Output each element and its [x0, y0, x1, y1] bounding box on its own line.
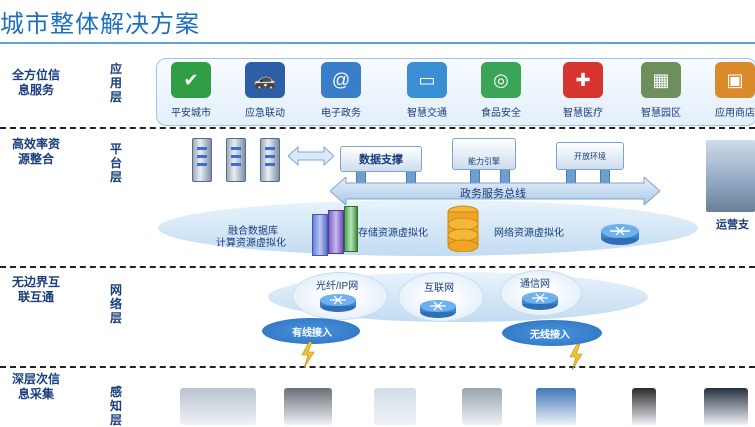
app-1: ✔ 平安城市 — [156, 62, 226, 119]
app-label: 电子政务 — [321, 108, 361, 119]
capability-engine-label: 能力引擎 — [468, 157, 500, 166]
compute-virt-label: 计算资源虚拟化 — [216, 238, 286, 249]
fiber-network-label: 光纤/IP网 — [316, 281, 359, 292]
app-label: 应用商店 — [715, 108, 755, 119]
food-safety-icon: ◎ — [481, 62, 521, 98]
router-icon — [420, 300, 456, 318]
router-icon — [320, 294, 356, 312]
database-icon — [447, 205, 479, 252]
server-icon — [260, 138, 280, 182]
storage-device-icon — [344, 206, 358, 252]
layer-tag-application: 应用层 — [109, 62, 122, 104]
layer-tag-platform: 平台层 — [109, 142, 122, 184]
open-env-box: 开放环境 — [556, 142, 624, 170]
mobile-terminal-icon — [462, 388, 502, 425]
storage-device-icon — [312, 214, 328, 256]
operations-label: 运营支 — [716, 219, 749, 231]
network-virt-label: 网络资源虚拟化 — [494, 228, 564, 239]
wired-access-cloud — [262, 318, 360, 344]
double-arrow-icon — [288, 145, 334, 167]
data-support-box: 数据支撑 — [340, 146, 422, 172]
phone-icon — [632, 388, 656, 425]
router-icon — [704, 388, 748, 425]
service-bus-label: 政务服务总线 — [460, 188, 526, 200]
app-5: ◎ 食品安全 — [466, 62, 536, 119]
operator-icon — [374, 388, 416, 425]
server-icon — [226, 138, 246, 182]
app-store-icon: ▣ — [715, 62, 755, 98]
app-label: 智慧园区 — [641, 108, 681, 119]
fusion-db-label: 融合数据库 — [228, 226, 278, 237]
app-3: @ 电子政务 — [306, 62, 376, 119]
app-6: ✚ 智慧医疗 — [548, 62, 618, 119]
layer-label-network: 无边界互联互通 — [11, 275, 60, 304]
separator-app-platform — [0, 127, 755, 129]
shield-icon: ✔ — [171, 62, 211, 98]
layer-label-sensing: 深层次信息采集 — [11, 372, 60, 401]
operations-city-image — [706, 140, 755, 212]
app-2: 🚓 应急联动 — [230, 62, 300, 119]
layer-label-application: 全方位信息服务 — [11, 68, 60, 97]
layer-label-platform: 高效率资源整合 — [11, 137, 60, 166]
lightning-icon — [301, 342, 315, 368]
service-bus-arrow — [330, 177, 660, 205]
app-7: ▦ 智慧园区 — [626, 62, 696, 119]
capability-engine-box: 能力引擎 — [452, 138, 516, 170]
bus-icon: ▭ — [407, 62, 447, 98]
wireless-access-cloud — [502, 320, 602, 346]
wired-access-label: 有线接入 — [292, 328, 332, 339]
touch-panel-icon — [536, 388, 576, 425]
camera-icon — [284, 388, 332, 425]
app-label: 平安城市 — [171, 108, 211, 119]
campus-icon: ▦ — [641, 62, 681, 98]
app-4: ▭ 智慧交通 — [392, 62, 462, 119]
storage-device-icon — [328, 210, 344, 254]
router-icon — [522, 292, 558, 310]
separator-platform-network — [0, 266, 755, 268]
app-label: 智慧交通 — [407, 108, 447, 119]
telecom-label: 通信网 — [520, 279, 550, 290]
layer-tag-network: 网络层 — [109, 283, 122, 325]
title-rule — [0, 42, 755, 44]
app-label: 应急联动 — [245, 108, 285, 119]
open-env-label: 开放环境 — [574, 151, 606, 161]
app-label: 食品安全 — [481, 108, 521, 119]
separator-network-sensing — [0, 366, 755, 368]
wireless-access-label: 无线接入 — [530, 330, 570, 341]
lab-equipment-icon — [180, 388, 256, 425]
storage-virt-label: 存储资源虚拟化 — [358, 228, 428, 239]
medical-kit-icon: ✚ — [563, 62, 603, 98]
switch-icon — [601, 224, 639, 245]
server-icon — [192, 138, 212, 182]
app-8: ▣ 应用商店 — [700, 62, 755, 119]
lightning-icon — [569, 344, 583, 370]
layer-tag-sensing: 感知层 — [109, 385, 122, 427]
police-car-icon: 🚓 — [245, 62, 285, 98]
email-icon: @ — [321, 62, 361, 98]
page-title: 城市整体解决方案 — [0, 11, 200, 38]
app-label: 智慧医疗 — [563, 108, 603, 119]
internet-label: 互联网 — [424, 283, 454, 294]
